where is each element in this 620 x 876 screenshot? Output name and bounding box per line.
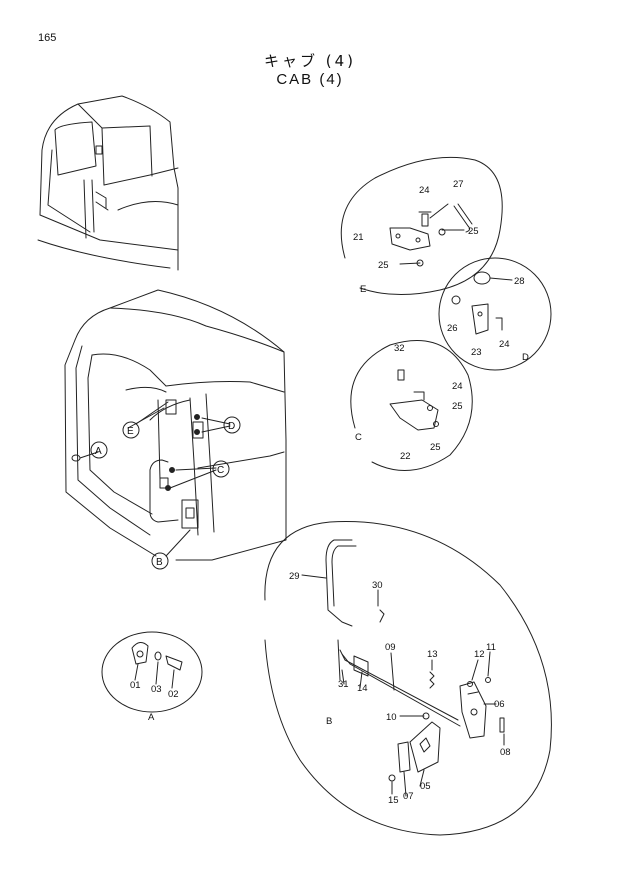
label-31: 31 bbox=[338, 679, 349, 690]
detail-label-C: C bbox=[355, 432, 362, 443]
label-25: 25 bbox=[468, 226, 479, 237]
detail-label-A: A bbox=[148, 712, 155, 723]
label-12: 12 bbox=[474, 649, 485, 660]
label-32: 32 bbox=[394, 343, 405, 354]
cab-main-view bbox=[64, 289, 287, 561]
label-06: 06 bbox=[494, 699, 505, 710]
callout-markers bbox=[90, 416, 241, 570]
callout-B bbox=[151, 552, 169, 570]
label-08: 08 bbox=[500, 747, 511, 758]
page-title-jp: キャブ (4) bbox=[263, 52, 357, 70]
page-title-en: CAB (4) bbox=[276, 71, 344, 88]
label-02: 02 bbox=[168, 689, 179, 700]
label-24: 24 bbox=[419, 185, 430, 196]
detail-label-E: E bbox=[360, 284, 366, 295]
label-13: 13 bbox=[427, 649, 438, 660]
detail-outlines bbox=[101, 156, 552, 836]
detail-D-parts bbox=[451, 271, 513, 335]
callout-C bbox=[212, 460, 230, 478]
label-27: 27 bbox=[453, 179, 464, 190]
callout-letter-D: D bbox=[228, 421, 235, 432]
label-10: 10 bbox=[386, 712, 397, 723]
callout-letter-C: C bbox=[217, 465, 224, 476]
label-11: 11 bbox=[486, 642, 496, 653]
detail-D-outline bbox=[438, 257, 552, 371]
page-number: 165 bbox=[38, 32, 57, 44]
callout-A bbox=[90, 441, 108, 459]
callout-letter-A: A bbox=[95, 446, 102, 457]
label-23: 23 bbox=[471, 347, 482, 358]
callout-E bbox=[122, 421, 140, 439]
label-25: 25 bbox=[452, 401, 463, 412]
label-28: 28 bbox=[514, 276, 525, 287]
detail-B-outline bbox=[264, 521, 552, 836]
label-22: 22 bbox=[400, 451, 411, 462]
label-24: 24 bbox=[452, 381, 463, 392]
detail-A-outline bbox=[101, 631, 203, 713]
callout-D bbox=[223, 416, 241, 434]
detail-B-leaders bbox=[134, 574, 505, 797]
part-labels: A E D C B E D C A B 24 27 21 25 25 28 26… bbox=[95, 179, 529, 806]
detail-B-parts bbox=[325, 539, 505, 782]
callout-letter-B: B bbox=[156, 557, 163, 568]
detail-E-outline bbox=[340, 156, 503, 295]
label-14: 14 bbox=[357, 683, 368, 694]
detail-label-D: D bbox=[522, 352, 529, 363]
label-30: 30 bbox=[372, 580, 383, 591]
label-25: 25 bbox=[378, 260, 389, 271]
detail-label-B: B bbox=[326, 716, 332, 727]
detail-C-parts bbox=[389, 369, 439, 431]
cab-reference-view bbox=[37, 95, 179, 271]
label-25: 25 bbox=[430, 442, 441, 453]
label-07: 07 bbox=[403, 791, 414, 802]
label-29: 29 bbox=[289, 571, 300, 582]
label-09: 09 bbox=[385, 642, 396, 653]
label-26: 26 bbox=[447, 323, 458, 334]
label-24: 24 bbox=[499, 339, 510, 350]
detail-C-outline bbox=[350, 339, 473, 471]
label-03: 03 bbox=[151, 684, 162, 695]
detail-A-parts bbox=[131, 642, 183, 671]
detail-E-parts bbox=[389, 203, 473, 267]
label-15: 15 bbox=[388, 795, 399, 806]
label-21: 21 bbox=[353, 232, 364, 243]
label-01: 01 bbox=[130, 680, 141, 691]
callout-letter-E: E bbox=[127, 426, 134, 437]
label-05: 05 bbox=[420, 781, 431, 792]
